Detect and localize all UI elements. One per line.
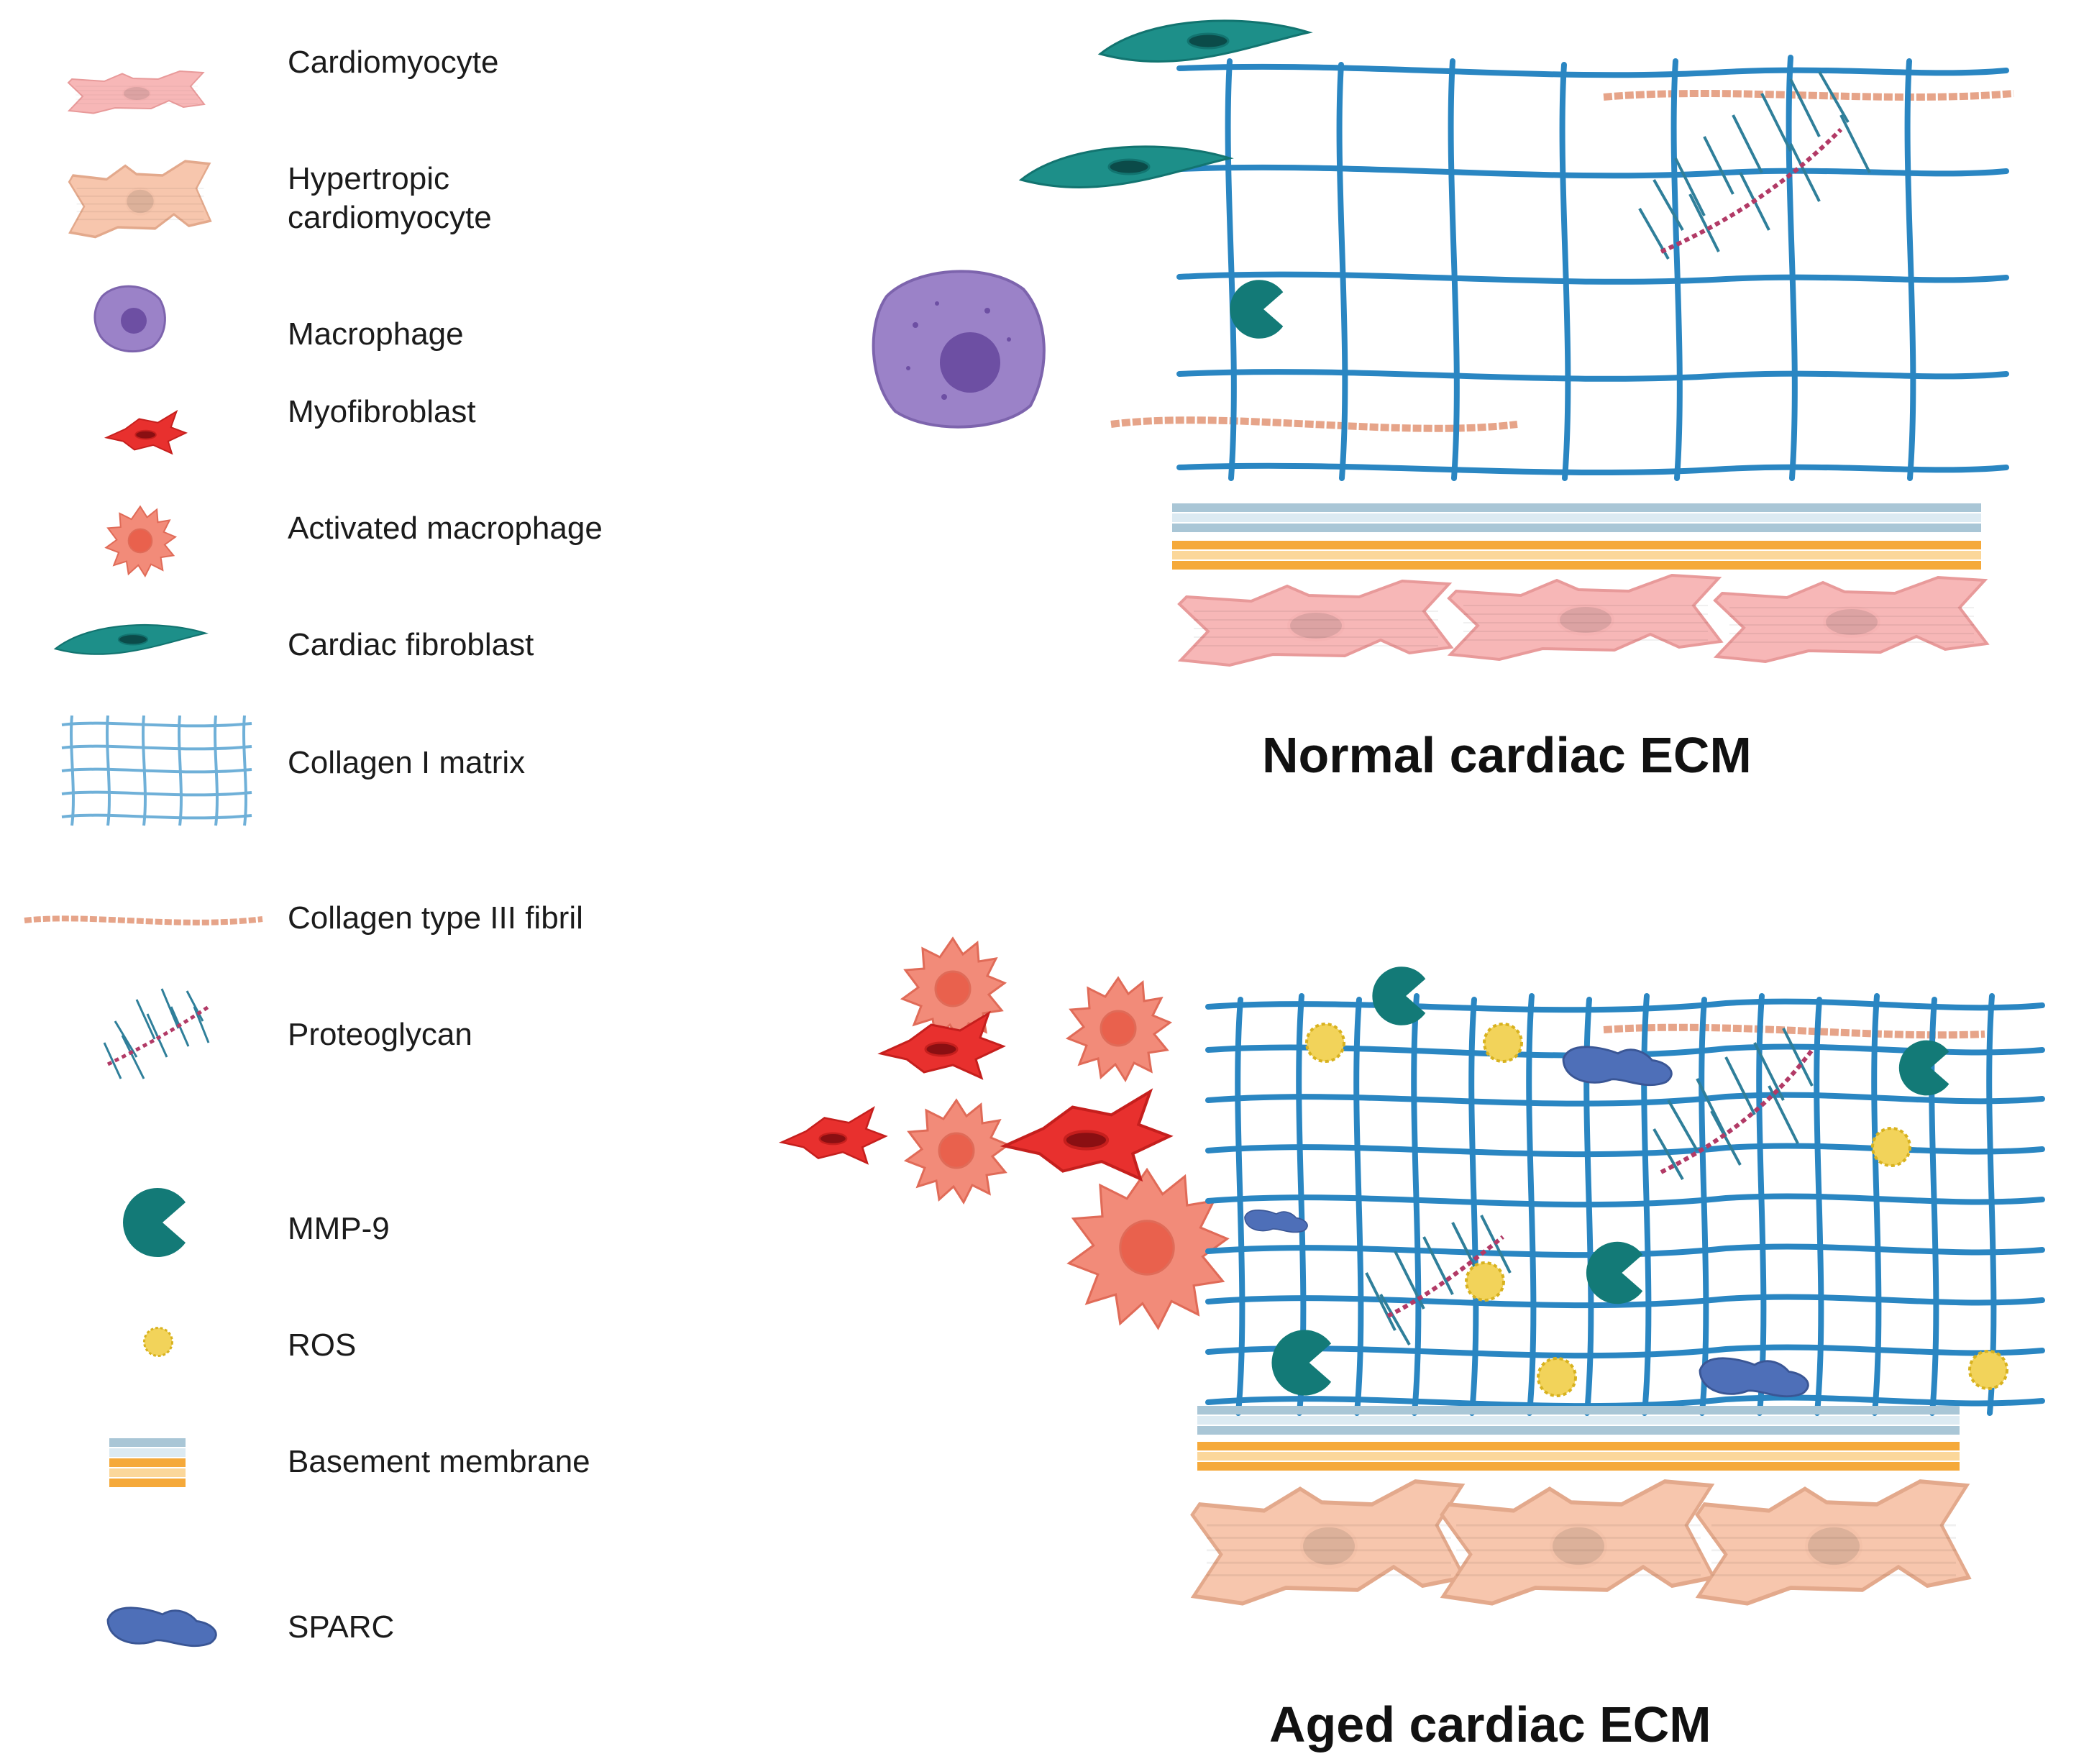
activated-macrophage-aged-2 [1066, 977, 1171, 1082]
cardiomyocyte-normal-3 [1714, 576, 1988, 663]
collagen-fibril-icon [24, 915, 263, 926]
legend-label-collagen-fibril: Collagen type III fibril [288, 900, 583, 936]
hypertrophic-cardiomyocyte-aged-3 [1697, 1481, 1969, 1604]
legend-label-hypertrophic-2: cardiomyocyte [288, 200, 492, 235]
legend-label-ros: ROS [288, 1327, 357, 1363]
cardiac-fibroblast-normal-1 [1099, 19, 1310, 63]
cardiomyocyte-normal-1 [1178, 580, 1453, 667]
legend-label-basement-membrane: Basement membrane [288, 1444, 590, 1479]
ros-aged-3 [1871, 1127, 1911, 1167]
activated-macrophage-icon [105, 506, 176, 577]
macrophage-icon [93, 285, 166, 353]
collagen-matrix-normal [1176, 55, 2009, 481]
myofibroblast-icon [106, 411, 187, 454]
mmp9-normal [1230, 280, 1284, 339]
legend-label-sparc: SPARC [288, 1609, 395, 1645]
myofibroblast-aged-3 [1005, 1092, 1170, 1179]
activated-macrophage-aged-1 [901, 937, 1006, 1042]
aged-ecm-panel [780, 937, 2045, 1604]
hypertrophic-cardiomyocyte-aged-2 [1442, 1481, 1714, 1604]
ros-aged-5 [1537, 1357, 1577, 1397]
basement-membrane-normal [1172, 503, 1981, 570]
activated-macrophage-aged-4 [1067, 1168, 1229, 1330]
proteoglycan-normal [1638, 71, 1871, 260]
cardiomyocyte-icon [68, 70, 205, 114]
ros-icon [143, 1327, 173, 1357]
legend-label-cardiomyocyte: Cardiomyocyte [288, 45, 499, 80]
proteoglycan-aged-1 [1653, 1028, 1814, 1180]
ros-aged-1 [1305, 1023, 1345, 1063]
legend-label-activated-macrophage: Activated macrophage [288, 511, 603, 546]
ros-aged-6 [1968, 1350, 2008, 1390]
mmp9-icon [123, 1188, 186, 1257]
ros-aged-2 [1483, 1023, 1523, 1063]
legend-label-myofibroblast: Myofibroblast [288, 394, 476, 429]
legend-label-macrophage: Macrophage [288, 316, 464, 352]
basement-membrane-aged [1197, 1406, 1960, 1471]
hypertrophic-cardiomyocyte-icon [68, 160, 212, 239]
aged-panel-title: Aged cardiac ECM [1269, 1696, 1711, 1752]
mmp9-aged-3 [1586, 1241, 1643, 1304]
collagen-fibril-normal-1 [1603, 90, 2014, 101]
legend-label-mmp9: MMP-9 [288, 1211, 390, 1246]
proteoglycan-icon [103, 988, 210, 1079]
normal-panel-title: Normal cardiac ECM [1262, 727, 1752, 783]
sparc-aged-3 [1699, 1357, 1809, 1398]
sparc-icon [106, 1607, 217, 1648]
cardiac-fibroblast-icon [54, 623, 206, 655]
basement-membrane-icon [109, 1438, 186, 1487]
cardiomyocyte-normal-2 [1448, 574, 1722, 661]
mmp9-aged-4 [1271, 1330, 1332, 1396]
legend-label-collagen-matrix: Collagen I matrix [288, 745, 526, 780]
cardiac-fibroblast-normal-2 [1020, 145, 1231, 188]
collagen-fibril-aged [1603, 1023, 1985, 1039]
legend-label-hypertrophic-1: Hypertropic [288, 161, 449, 196]
normal-ecm-panel [872, 19, 2014, 667]
legend-label-cardiac-fibroblast: Cardiac fibroblast [288, 627, 534, 662]
ros-aged-4 [1465, 1261, 1505, 1302]
collagen-fibril-normal-2 [1110, 416, 1518, 432]
proteoglycan-aged-2 [1365, 1215, 1512, 1345]
sparc-aged-2 [1244, 1210, 1308, 1233]
collagen-matrix-icon [61, 715, 252, 826]
hypertrophic-cardiomyocyte-aged-1 [1192, 1481, 1464, 1604]
myofibroblast-aged-2 [780, 1107, 887, 1164]
activated-macrophage-aged-3 [905, 1099, 1010, 1204]
legend-label-proteoglycan: Proteoglycan [288, 1017, 472, 1052]
macrophage-normal [872, 270, 1046, 429]
